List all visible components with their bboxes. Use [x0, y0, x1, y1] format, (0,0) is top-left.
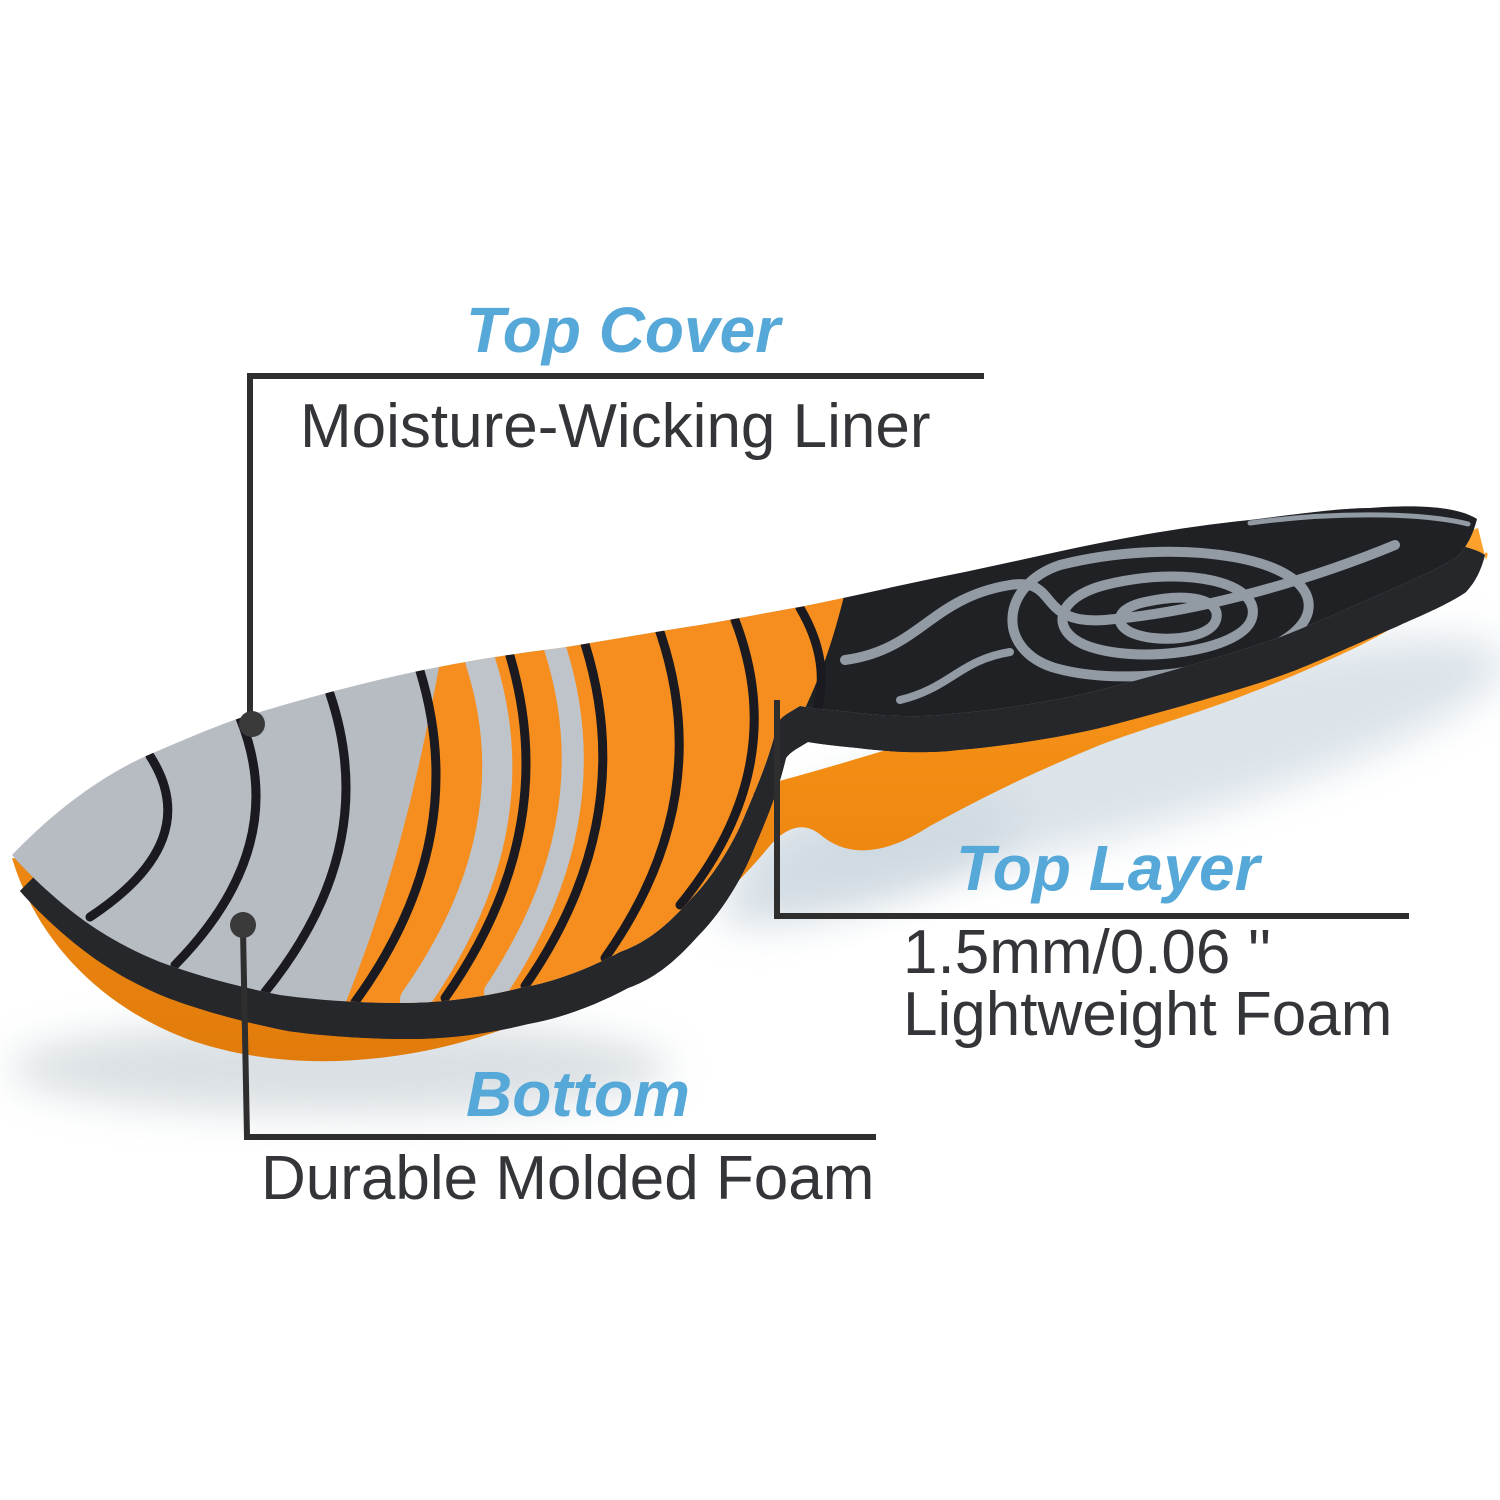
- leader-line-bottom: [240, 929, 876, 1140]
- top-layer-description: Lightweight Foam: [903, 980, 1393, 1049]
- top-layer-thickness: 1.5mm/0.06 '': [903, 918, 1272, 987]
- leader-lines: [240, 373, 1409, 1140]
- leader-line-top-cover: [247, 373, 984, 716]
- marker-dots: [230, 711, 265, 938]
- leader-line-top-layer: [774, 700, 1409, 919]
- marker-dot-top-cover: [239, 711, 265, 737]
- bottom-title: Bottom: [466, 1058, 690, 1130]
- bottom-description: Durable Molded Foam: [261, 1144, 875, 1213]
- top-layer-title: Top Layer: [956, 832, 1260, 904]
- fabric-stripes: [85, 603, 826, 1003]
- marker-dot-bottom: [230, 912, 256, 938]
- top-cover-description: Moisture-Wicking Liner: [300, 392, 931, 461]
- top-cover-title: Top Cover: [466, 294, 781, 366]
